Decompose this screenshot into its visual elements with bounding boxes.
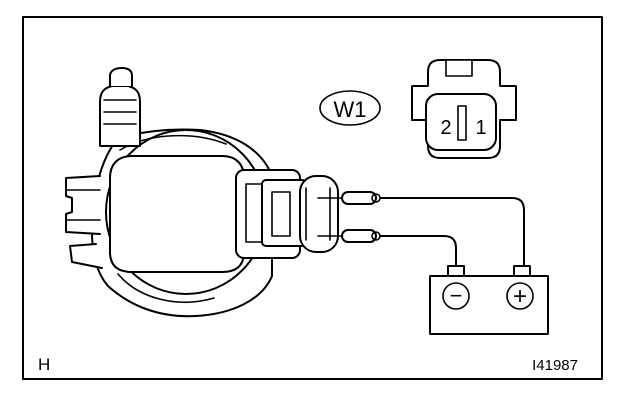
test-lead-lower xyxy=(317,229,457,269)
washer-pump-body xyxy=(65,128,273,318)
connector-front-view: 2 1 xyxy=(411,59,517,159)
figure-code: I41987 xyxy=(532,357,578,374)
outlet-nozzle xyxy=(99,67,141,147)
battery-positive-symbol: + xyxy=(513,283,527,310)
pin-1-label: 1 xyxy=(475,117,486,139)
test-lead-upper xyxy=(317,191,525,269)
corner-letter: H xyxy=(38,355,50,374)
connector-label: W1 xyxy=(334,97,367,122)
connector-label-badge: W1 xyxy=(319,90,381,126)
pin-2-label: 2 xyxy=(440,117,451,139)
battery-negative-symbol: − xyxy=(450,283,463,308)
battery-positive-terminal xyxy=(506,282,534,310)
diagram-frame xyxy=(22,16,603,380)
battery: − + xyxy=(429,265,549,335)
battery-negative-terminal xyxy=(442,282,470,310)
pump-connector xyxy=(235,169,339,259)
